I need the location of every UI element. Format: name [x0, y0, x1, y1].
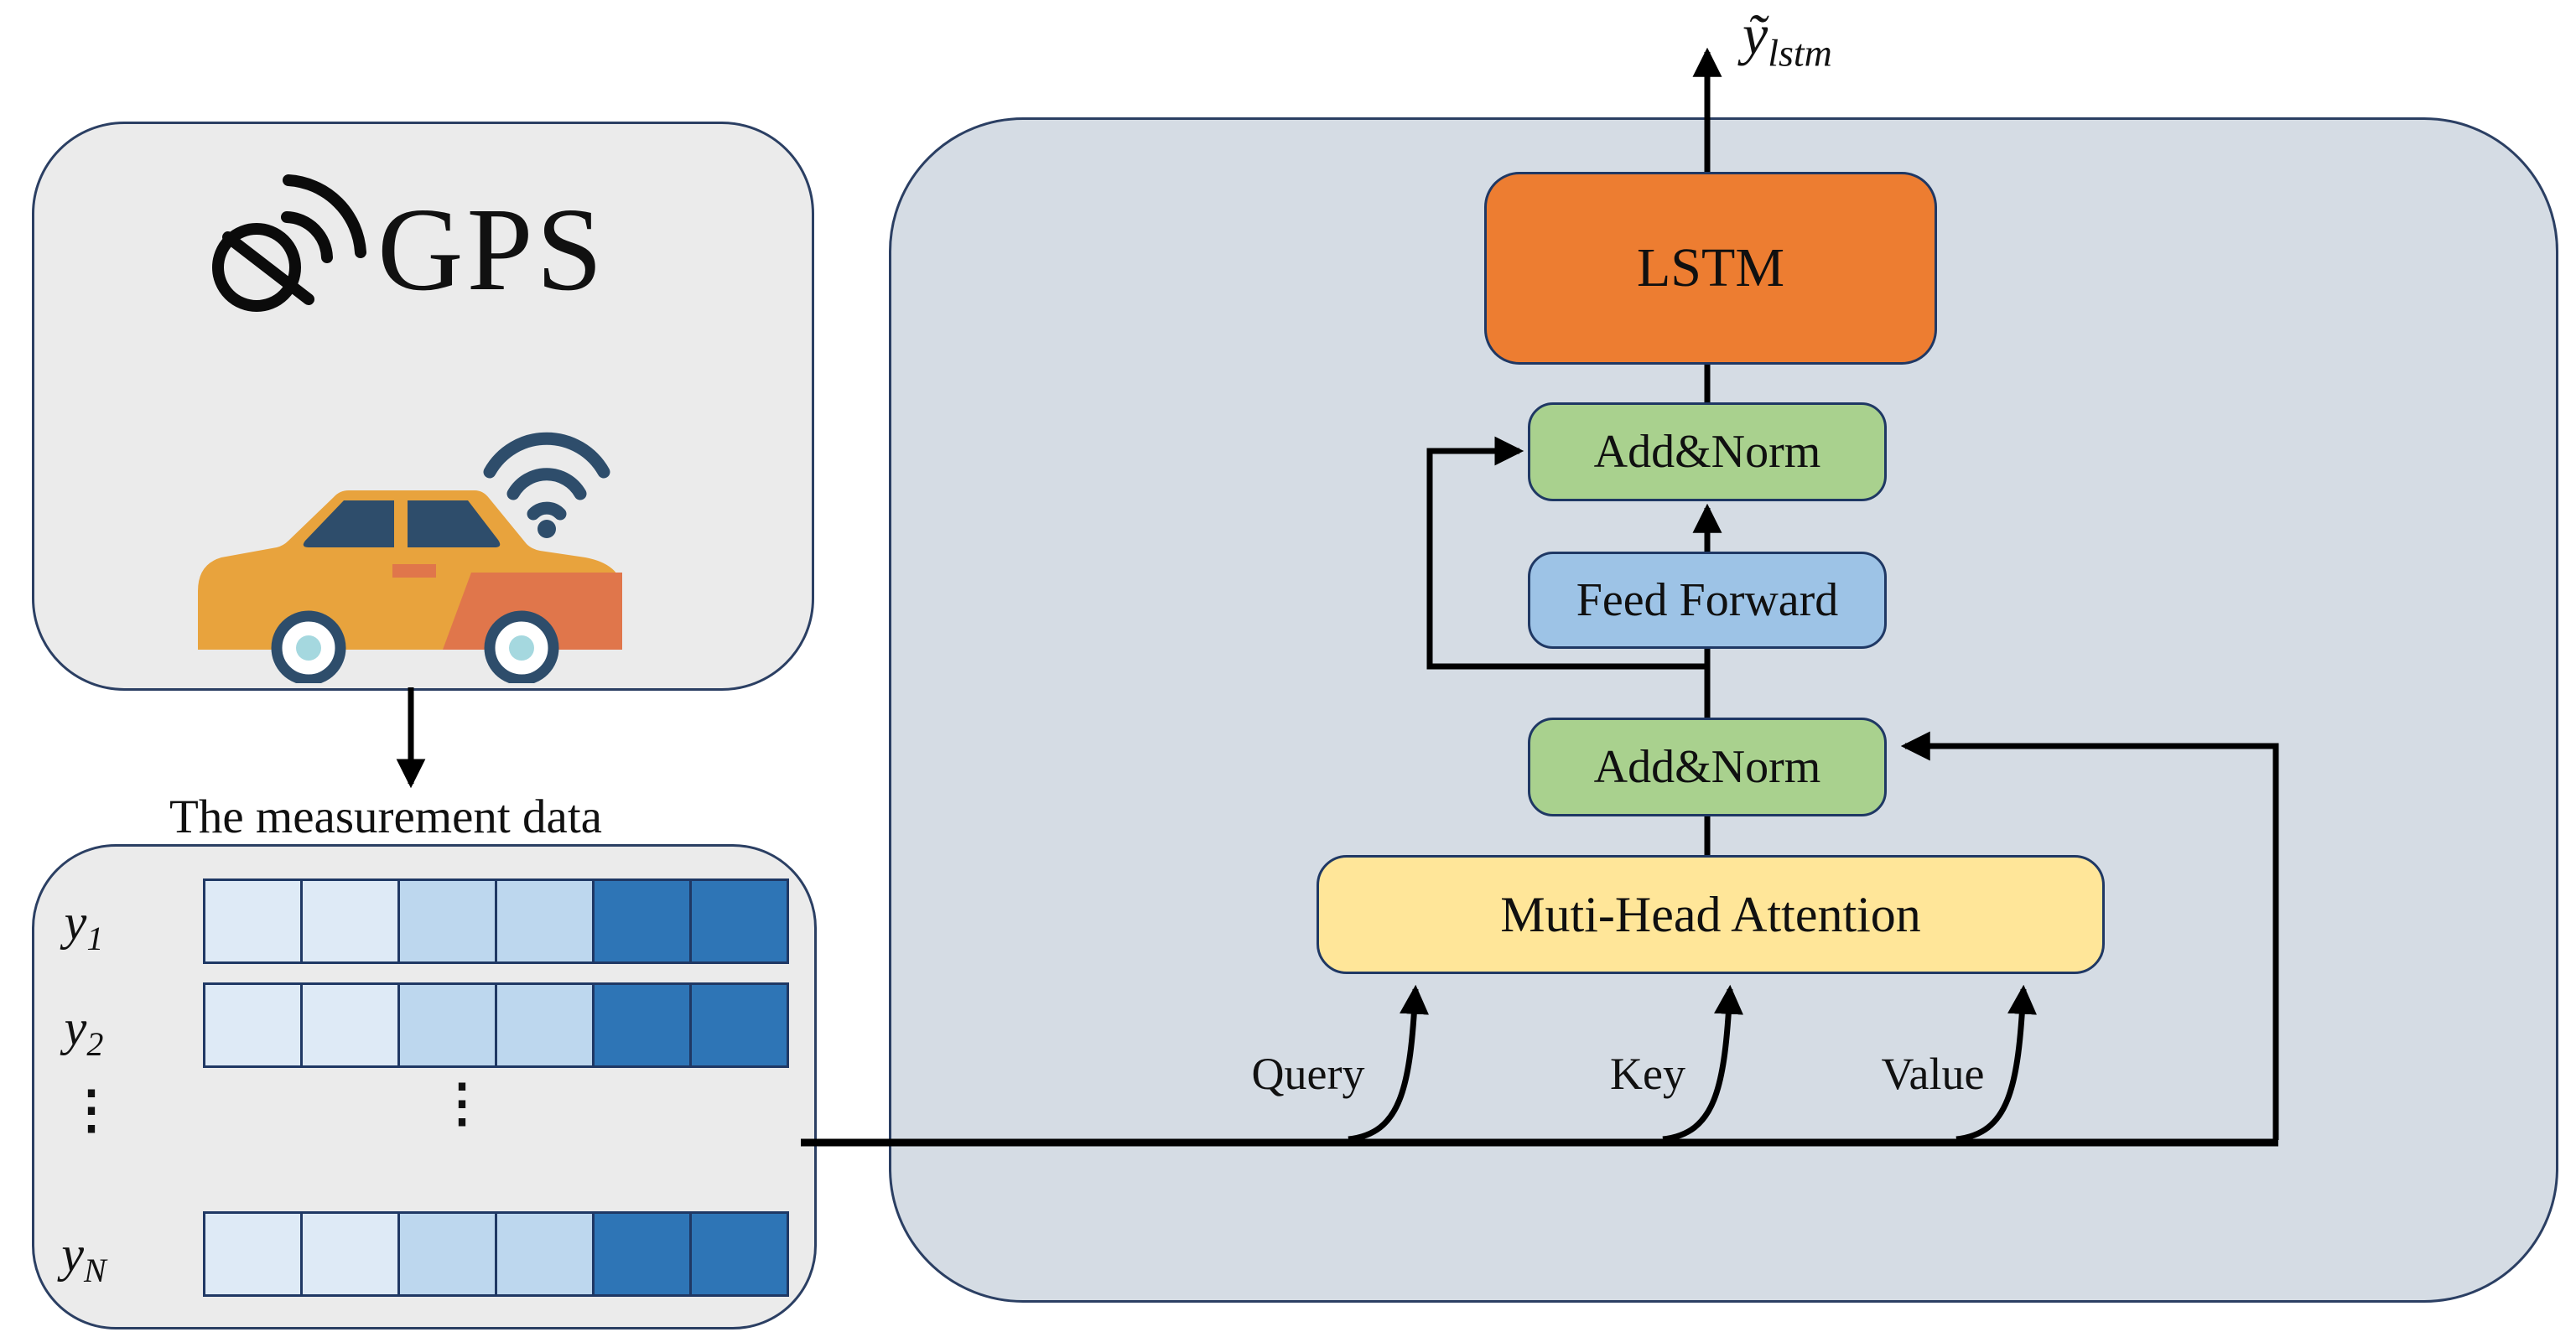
output-variable-base: ỹ	[1742, 3, 1768, 66]
feed-forward-block: Feed Forward	[1528, 552, 1887, 649]
key-arrow	[1662, 984, 1743, 1143]
measurement-caption: The measurement data	[169, 790, 602, 843]
row-ellipsis-middle: ⋮	[436, 1075, 488, 1132]
car-rear-hub	[509, 635, 534, 661]
query-arrow	[1348, 984, 1429, 1143]
matrix-row-2	[203, 982, 789, 1068]
matrix-cell	[495, 982, 595, 1068]
multi-head-attention-block: Muti-Head Attention	[1317, 855, 2105, 974]
matrix-row-1	[203, 878, 789, 964]
matrix-cell	[689, 1211, 789, 1297]
matrix-cell	[203, 878, 303, 964]
car-front-hub	[296, 635, 321, 661]
wifi-icon	[483, 432, 610, 538]
matrix-cell	[592, 1211, 692, 1297]
matrix-cell	[397, 982, 497, 1068]
car-rear-shading	[443, 573, 622, 650]
add-norm-bottom-label: Add&Norm	[1593, 741, 1821, 793]
matrix-cell	[397, 878, 497, 964]
matrix-cell	[689, 982, 789, 1068]
car-icon	[198, 490, 622, 683]
output-variable-label: ỹlstm	[1742, 2, 1832, 75]
lstm-block: LSTM	[1484, 172, 1937, 365]
gps-title: GPS	[377, 183, 606, 315]
matrix-cell	[495, 1211, 595, 1297]
matrix-cell	[300, 878, 400, 964]
lstm-label: LSTM	[1636, 237, 1785, 298]
skip-connection-ff	[1426, 436, 1709, 670]
car-front-window	[303, 500, 394, 547]
matrix-cell	[300, 1211, 400, 1297]
matrix-cell	[592, 982, 692, 1068]
query-label: Query	[1251, 1049, 1365, 1099]
matrix-cell	[495, 878, 595, 964]
matrix-cell	[203, 1211, 303, 1297]
matrix-cell	[592, 878, 692, 964]
value-arrow	[1955, 984, 2037, 1143]
row-label-yN: yN	[61, 1226, 106, 1289]
row-ellipsis-left: ⋮	[65, 1082, 117, 1139]
row-label-y2: y2	[64, 1000, 104, 1063]
matrix-cell	[300, 982, 400, 1068]
add-norm-bottom-block: Add&Norm	[1528, 718, 1887, 816]
residual-connection-attention	[1900, 731, 2279, 1140]
car-rear-window	[408, 500, 501, 547]
key-label: Key	[1610, 1049, 1685, 1099]
matrix-cell	[689, 878, 789, 964]
output-variable-subscript: lstm	[1768, 31, 1832, 75]
matrix-cell	[397, 1211, 497, 1297]
attention-label: Muti-Head Attention	[1500, 886, 1921, 942]
matrix-row-N	[203, 1211, 789, 1297]
value-label: Value	[1881, 1049, 1985, 1099]
row-label-y1: y1	[64, 894, 104, 957]
matrix-cell	[203, 982, 303, 1068]
car-door-handle	[392, 564, 436, 578]
add-norm-top-block: Add&Norm	[1528, 402, 1887, 501]
add-norm-top-label: Add&Norm	[1593, 426, 1821, 478]
feed-forward-label: Feed Forward	[1576, 574, 1839, 626]
gps-signal-icon	[212, 174, 366, 312]
